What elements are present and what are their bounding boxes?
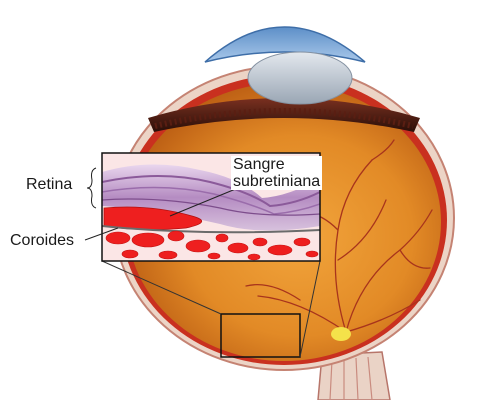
label-coroides: Coroides	[10, 232, 74, 249]
label-sangre-line1: Sangre	[233, 156, 320, 173]
optic-disc	[331, 327, 351, 341]
label-retina: Retina	[26, 176, 72, 193]
lens	[248, 52, 352, 104]
label-sangre-line2: subretiniana	[233, 173, 320, 190]
label-sangre-subretiniana: Sangre subretiniana	[231, 156, 322, 190]
